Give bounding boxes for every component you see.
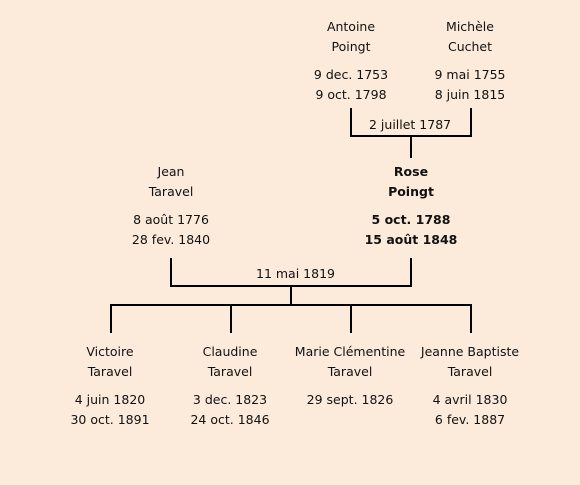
- person-last-name: Taravel: [148, 184, 194, 199]
- person-birth-date: 8 août 1776: [133, 212, 209, 227]
- person-birth-date: 4 avril 1830: [432, 392, 508, 407]
- person-death-date: 9 oct. 1798: [315, 87, 387, 102]
- person-first-name: Claudine: [202, 344, 258, 359]
- person-death-date: 15 août 1848: [364, 232, 458, 247]
- connector-jeanne-up: [470, 305, 472, 333]
- marriage-date-couple: 11 mai 1819: [252, 266, 339, 282]
- person-last-name: Taravel: [87, 364, 133, 379]
- marriage-date-parents: 2 juillet 1787: [365, 117, 456, 133]
- person-claudine-taravel: Claudine Taravel 3 dec. 1823 24 oct. 184…: [160, 342, 300, 430]
- connector-rose-down: [410, 258, 412, 286]
- person-antoine-poingt: Antoine Poingt 9 dec. 1753 9 oct. 1798: [281, 17, 421, 105]
- person-victoire-taravel: Victoire Taravel 4 juin 1820 30 oct. 189…: [40, 342, 180, 430]
- person-birth-date: 29 sept. 1826: [306, 392, 394, 407]
- person-birth-date: 4 juin 1820: [74, 392, 146, 407]
- connector-claudine-up: [230, 305, 232, 333]
- connector-michele-down: [470, 108, 472, 136]
- person-death-date: 30 oct. 1891: [70, 412, 150, 427]
- person-first-name: Jeanne Baptiste: [420, 344, 520, 359]
- person-first-name: Marie Clémentine: [294, 344, 406, 359]
- person-first-name: Michèle: [446, 19, 494, 34]
- person-last-name: Taravel: [447, 364, 493, 379]
- person-marie-clementine-taravel: Marie Clémentine Taravel 29 sept. 1826: [280, 342, 420, 410]
- person-death-date: 24 oct. 1846: [190, 412, 270, 427]
- person-death-date: 28 fev. 1840: [131, 232, 211, 247]
- connector-jean-down: [170, 258, 172, 286]
- person-first-name: Jean: [157, 164, 185, 179]
- person-birth-date: 5 oct. 1788: [371, 212, 451, 227]
- person-jeanne-baptiste-taravel: Jeanne Baptiste Taravel 4 avril 1830 6 f…: [400, 342, 540, 430]
- connector-parents-to-rose: [410, 136, 412, 158]
- person-birth-date: 9 dec. 1753: [313, 67, 389, 82]
- person-death-date: 6 fev. 1887: [434, 412, 506, 427]
- connector-couple-to-children: [290, 286, 292, 306]
- person-first-name: Victoire: [86, 344, 134, 359]
- person-birth-date: 9 mai 1755: [434, 67, 506, 82]
- person-rose-poingt: Rose Poingt 5 oct. 1788 15 août 1848: [341, 162, 481, 250]
- person-death-date: 8 juin 1815: [434, 87, 506, 102]
- connector-antoine-down: [350, 108, 352, 136]
- person-last-name: Cuchet: [447, 39, 493, 54]
- person-last-name: Taravel: [327, 364, 373, 379]
- person-jean-taravel: Jean Taravel 8 août 1776 28 fev. 1840: [101, 162, 241, 250]
- person-birth-date: 3 dec. 1823: [192, 392, 268, 407]
- connector-victoire-up: [110, 305, 112, 333]
- person-first-name: Rose: [393, 164, 429, 179]
- person-last-name: Poingt: [331, 39, 371, 54]
- person-last-name: Poingt: [388, 184, 434, 199]
- connector-marie-up: [350, 305, 352, 333]
- person-michele-cuchet: Michèle Cuchet 9 mai 1755 8 juin 1815: [400, 17, 540, 105]
- person-first-name: Antoine: [326, 19, 376, 34]
- connector-children-bar: [110, 304, 472, 306]
- person-last-name: Taravel: [207, 364, 253, 379]
